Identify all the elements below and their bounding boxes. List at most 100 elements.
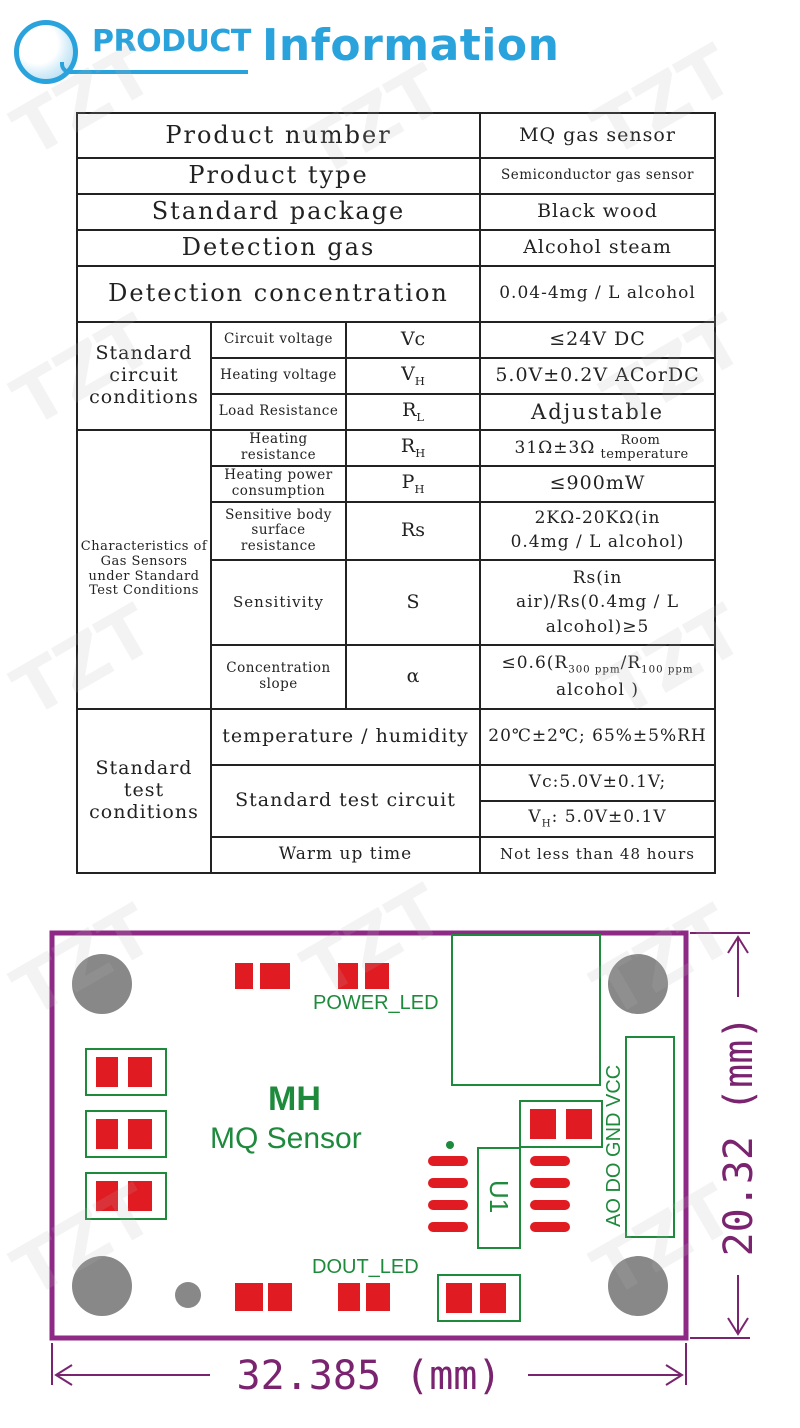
brand-label: MH: [268, 1080, 321, 1118]
value-cell: MQ gas sensor: [479, 112, 717, 159]
power-led-label: POWER_LED: [313, 992, 439, 1014]
value-cell: VH: 5.0V±0.1V: [479, 800, 717, 838]
mounting-hole: [72, 954, 132, 1014]
table-row: Detection concentration 0.04-4mg / L alc…: [75, 265, 717, 323]
param-cell: Sensitive body surface resistance: [210, 501, 347, 561]
pad-outline: [85, 1172, 167, 1220]
symbol-cell: RL: [344, 393, 482, 431]
table-row: VH: 5.0V±0.1V: [77, 800, 717, 838]
value-cell: 5.0V±0.2V ACorDC: [479, 357, 717, 395]
chip-pin: [428, 1156, 468, 1166]
chip-outline: [477, 1147, 521, 1249]
table-row: Product type Semiconductor gas sensor: [75, 157, 717, 195]
pad-outline: [85, 1048, 167, 1096]
table-row: Heating voltage VH 5.0V±0.2V ACorDC: [77, 357, 717, 395]
value-cell: ≤0.6(R300 ppm/R100 ppm alcohol ): [479, 644, 717, 710]
symbol-cell: PH: [344, 465, 482, 503]
value-line: air)/Rs(0.4mg / L: [515, 592, 680, 613]
chip-pin: [530, 1178, 570, 1188]
pad-outline: [85, 1110, 167, 1158]
value-line: alcohol ): [556, 679, 640, 700]
value-sub: 300 ppm: [568, 664, 621, 676]
table-row: Concentration slope α ≤0.6(R300 ppm/R100…: [77, 644, 717, 710]
smd-pad: [480, 1283, 506, 1313]
table-row: Standard package Black wood: [75, 193, 717, 231]
table-row: Standard test conditions temperature / h…: [76, 708, 717, 874]
smd-pad: [128, 1057, 152, 1087]
value-cell: Alcohol steam: [479, 229, 717, 267]
table-row: Standard circuit conditions Circuit volt…: [76, 321, 717, 431]
smd-pad: [268, 1283, 292, 1311]
pin1-dot: [446, 1141, 454, 1149]
pin-labels: AO DO GND VCC: [603, 1065, 625, 1227]
param-cell: Heating voltage: [210, 357, 347, 395]
height-dimension: 20.32 (mm): [716, 1016, 762, 1257]
table-row: Standard test circuit Vc:5.0V±0.1V;: [77, 764, 717, 838]
width-dimension: 32.385 (mm): [237, 1353, 502, 1399]
value-cell: 31Ω±3Ω Room temperature: [479, 429, 717, 467]
pcb-drawing: POWER_LED MH MQ Sensor U1 AO DO GND VCC …: [49, 930, 762, 1399]
label-cell: Detection concentration: [75, 265, 482, 323]
value-cell: Adjustable: [479, 393, 717, 431]
value-text: /R: [620, 652, 642, 673]
smd-pad: [338, 1283, 360, 1311]
logo-circle-icon: [14, 20, 78, 84]
symbol-text: R: [400, 435, 416, 458]
value-sub: H: [541, 818, 552, 830]
chip-pin: [428, 1178, 468, 1188]
value-text: ≤0.6(R: [501, 652, 569, 673]
value-cell: Rs(in air)/Rs(0.4mg / L alcohol)≥5: [479, 559, 717, 646]
table-row: Sensitive body surface resistance Rs 2KΩ…: [77, 501, 717, 561]
param-cell: Circuit voltage: [210, 321, 347, 359]
param-cell: Sensitivity: [210, 559, 347, 646]
table-row: Detection gas Alcohol steam: [75, 229, 717, 267]
page-header: PRODUCT Information: [0, 0, 800, 100]
value-note: Room temperature: [600, 432, 689, 462]
mounting-hole: [608, 954, 668, 1014]
group-cell: Standard circuit conditions: [76, 321, 212, 431]
param-cell: Heating resistance: [210, 429, 347, 467]
mounting-hole: [72, 1256, 132, 1316]
smd-pad: [530, 1109, 556, 1139]
label-cell: Product type: [75, 157, 482, 195]
table-row: Heating power consumption PH ≤900mW: [77, 465, 717, 503]
smd-pad: [446, 1283, 472, 1313]
value-cell: ≤900mW: [479, 465, 717, 503]
smd-pad: [96, 1057, 118, 1087]
header-information: Information: [262, 20, 560, 71]
group-cell: Standard test conditions: [76, 708, 212, 874]
value-cell: Vc:5.0V±0.1V;: [479, 764, 717, 802]
symbol-sub: H: [414, 373, 425, 388]
symbol-cell: VH: [344, 357, 482, 395]
table-row: Characteristics of Gas Sensors under Sta…: [76, 429, 717, 710]
dout-led-label: DOUT_LED: [312, 1256, 419, 1278]
symbol-sub: H: [415, 445, 426, 460]
value-cell: 0.04-4mg / L alcohol: [479, 265, 717, 323]
value-cell: 20℃±2℃; 65%±5%RH: [479, 708, 717, 766]
value-line: ≤0.6(R300 ppm/R100 ppm: [483, 651, 712, 678]
header-product: PRODUCT: [92, 24, 251, 59]
smd-pad: [128, 1119, 152, 1149]
symbol-cell: Vc: [344, 321, 482, 359]
chip-label: U1: [484, 1180, 514, 1213]
symbol-text: P: [401, 471, 415, 494]
value-cell: ≤24V DC: [479, 321, 717, 359]
symbol-text: R: [402, 399, 417, 422]
param-cell: temperature / humidity: [209, 708, 482, 766]
smd-pad: [128, 1181, 152, 1211]
value-text: 31Ω±3Ω: [514, 437, 596, 458]
pad-outline: [437, 1274, 521, 1322]
value-cell: 2KΩ-20KΩ(in 0.4mg / L alcohol): [479, 501, 717, 561]
chip-pin: [530, 1222, 570, 1232]
symbol-sub: H: [414, 481, 425, 496]
value-text: : 5.0V±0.1V: [551, 806, 667, 827]
label-cell: Product number: [75, 112, 482, 159]
value-line: 0.4mg / L alcohol): [510, 532, 685, 552]
param-cell: Warm up time: [209, 836, 482, 874]
smd-pad: [260, 963, 290, 989]
value-line: alcohol)≥5: [545, 616, 650, 637]
smd-pad: [338, 963, 358, 989]
param-cell: Heating power consumption: [210, 465, 347, 503]
symbol-cell: S: [344, 559, 482, 646]
arrow-left-icon: [54, 1364, 73, 1386]
